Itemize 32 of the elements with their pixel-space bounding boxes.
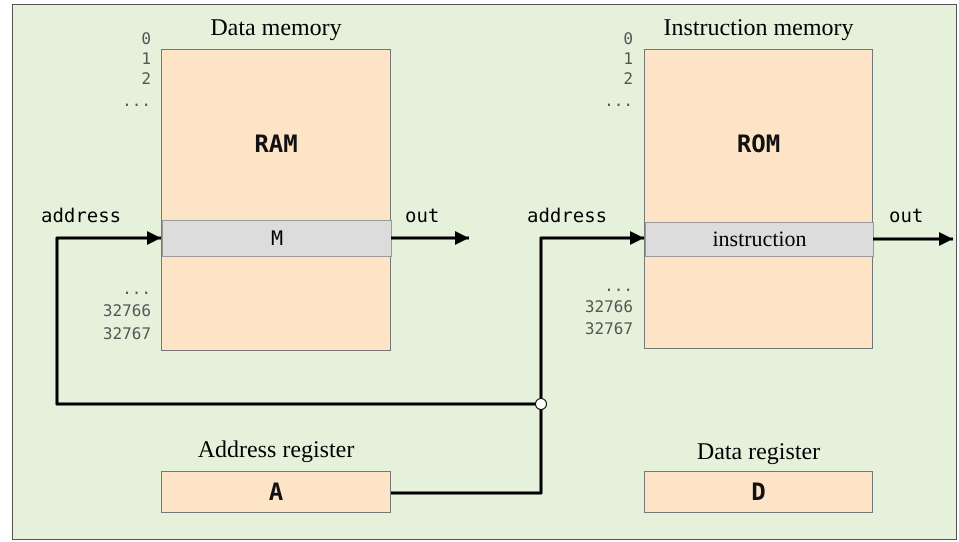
block-title: Address register	[196, 437, 356, 464]
block-title: Data memory	[209, 15, 343, 42]
address-number: 32766	[584, 297, 633, 317]
block-label: RAM	[253, 130, 299, 158]
junction-dot	[535, 398, 547, 410]
block-label: ROM	[736, 130, 782, 158]
address-number: 2	[140, 69, 151, 89]
address-number: ...	[603, 91, 633, 111]
arrow	[56, 231, 535, 406]
address-number: ...	[121, 279, 151, 299]
diagram-panel	[12, 4, 957, 540]
block-label: A	[268, 478, 284, 506]
address-number: 1	[622, 49, 633, 69]
address-number: ...	[121, 91, 151, 111]
connector-line	[391, 410, 542, 494]
address-number: 32767	[102, 324, 151, 344]
address-number: 32766	[102, 301, 151, 321]
memory-row: instruction	[645, 222, 874, 257]
address-number: 32767	[584, 319, 633, 339]
address-number: 1	[140, 49, 151, 69]
address-number: ...	[603, 276, 633, 296]
block-title: Data register	[696, 439, 822, 466]
arrow	[540, 231, 644, 398]
block-label: D	[750, 478, 767, 506]
block-frame	[161, 437, 391, 513]
address-number: 0	[622, 29, 633, 49]
block-title: Instruction memory	[662, 15, 854, 42]
address-number: 0	[140, 29, 151, 49]
arrow	[873, 232, 953, 246]
address-number: 2	[622, 69, 633, 89]
memory-row: M	[162, 220, 392, 257]
arrow	[391, 231, 469, 245]
